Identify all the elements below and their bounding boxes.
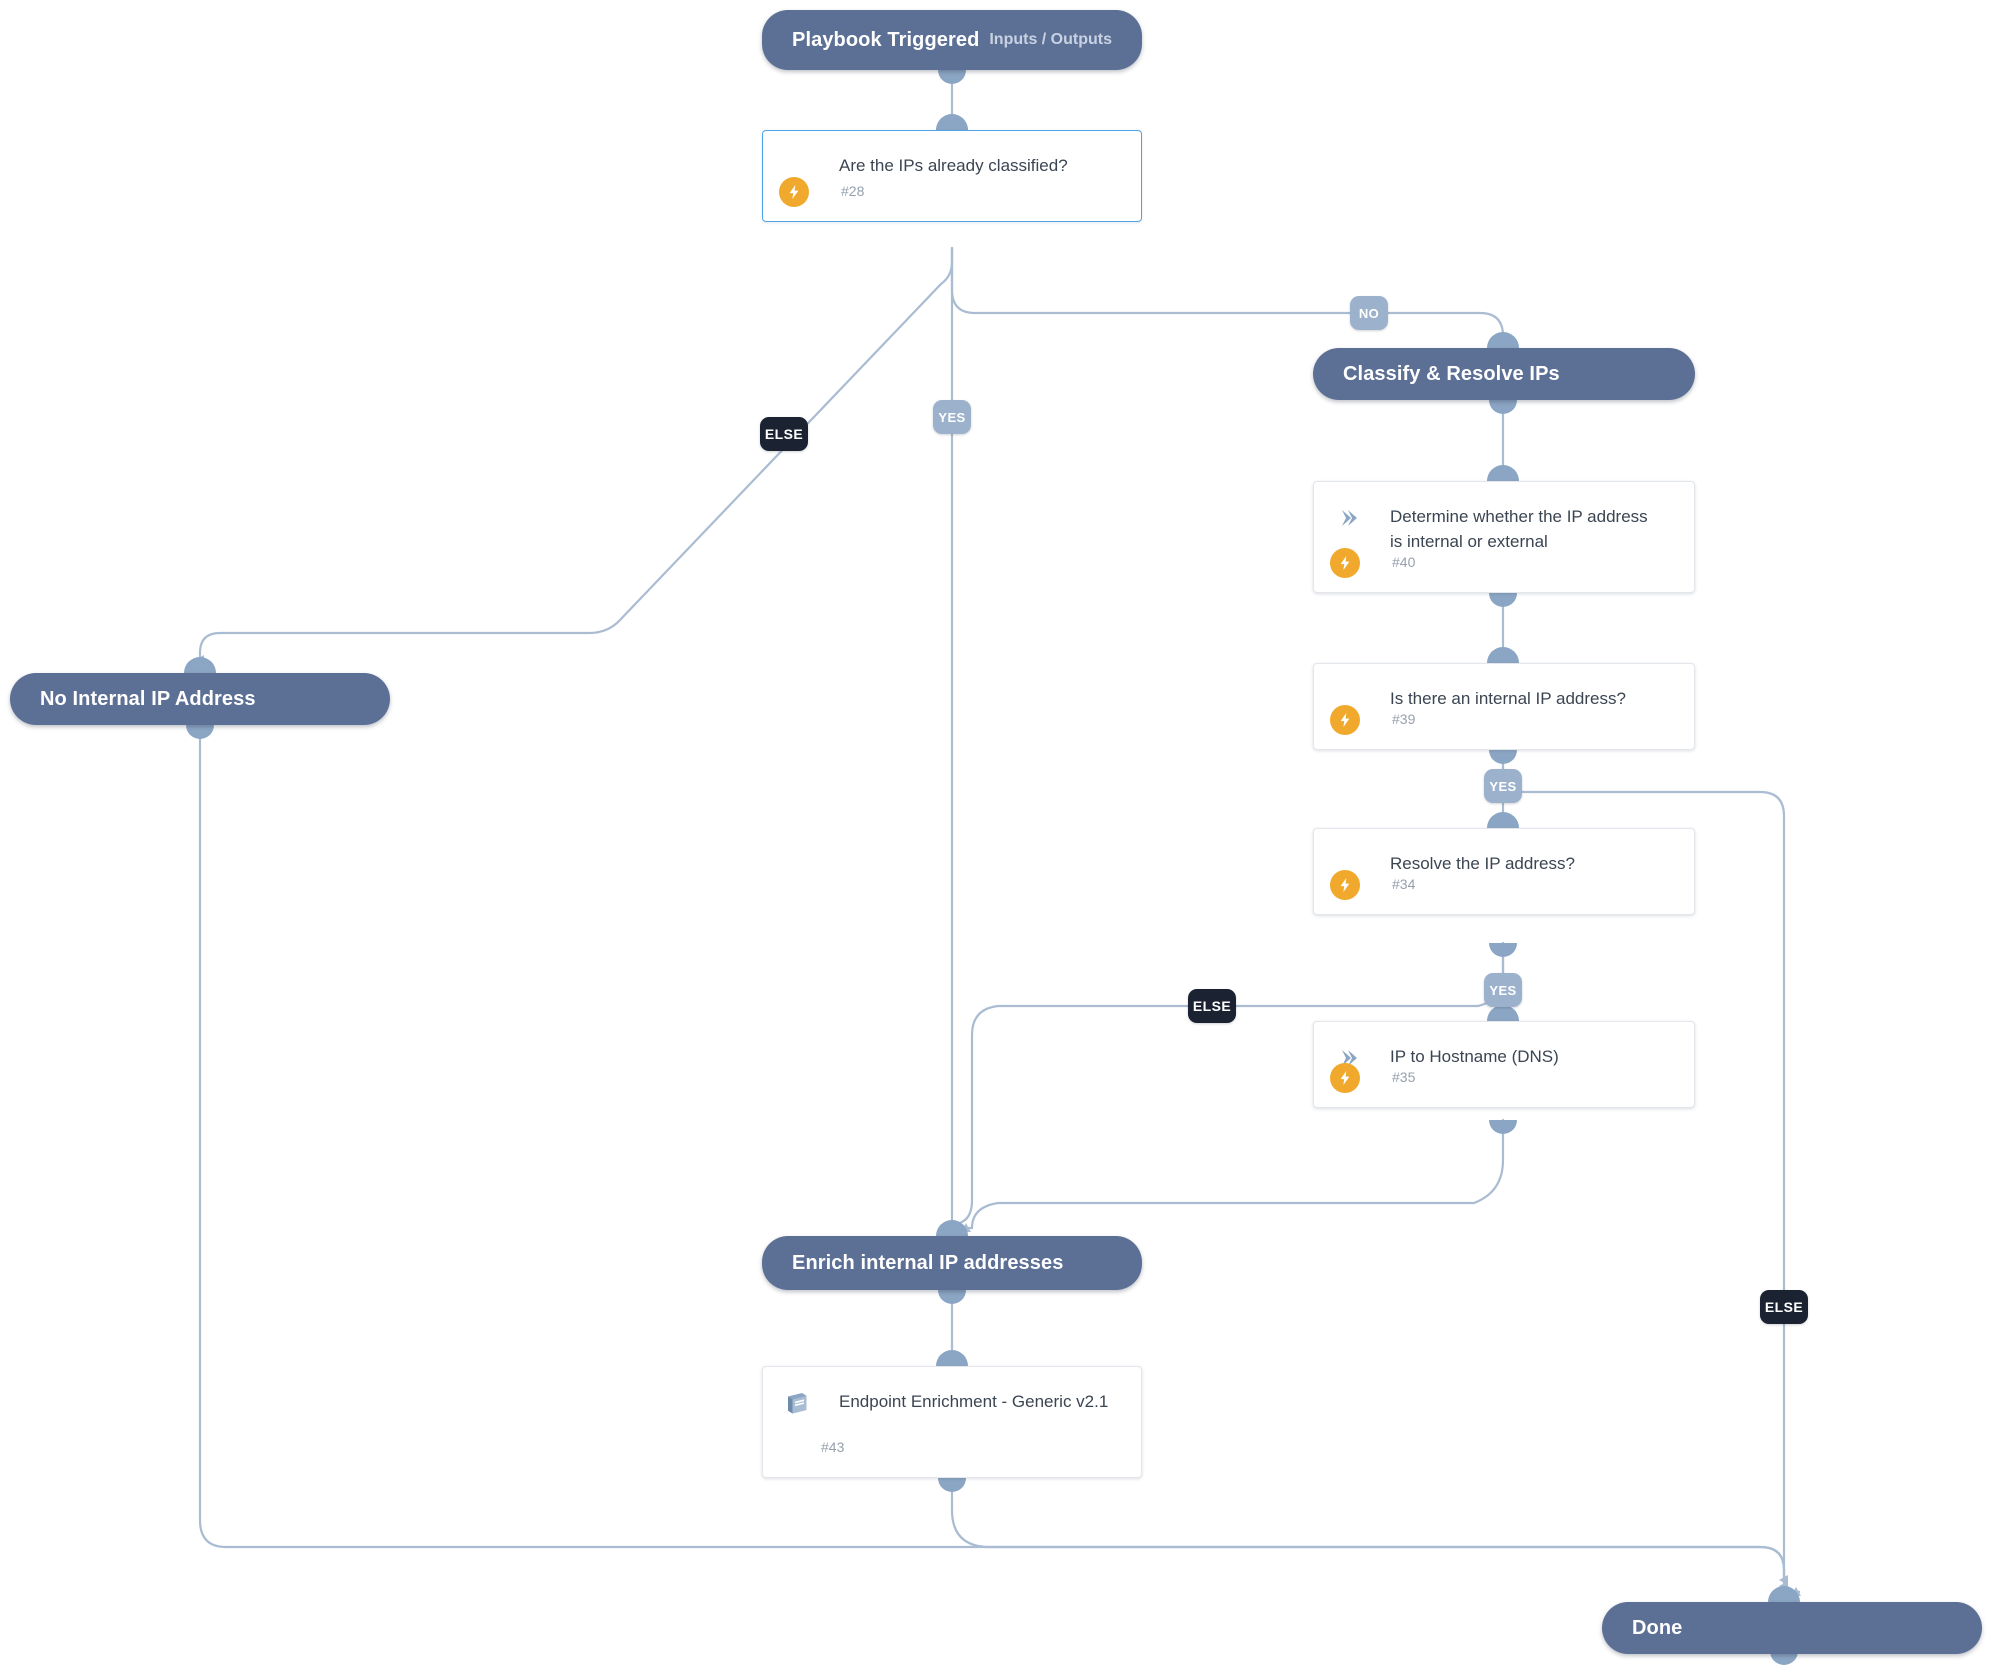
task-title: IP to Hostname (DNS) (1390, 1047, 1559, 1066)
card-body: Is there an internal IP address? #39 (1314, 664, 1694, 749)
section-node-done[interactable]: Done (1602, 1602, 1982, 1654)
card-body: Endpoint Enrichment - Generic v2.1 #43 (763, 1367, 1141, 1477)
branch-label-else-34[interactable]: ELSE (1188, 989, 1236, 1023)
task-number: #40 (1392, 554, 1416, 570)
automation-bolt-icon (1330, 548, 1360, 578)
section-node-classify-resolve-ips[interactable]: Classify & Resolve IPs (1313, 348, 1695, 400)
task-card-40[interactable]: Determine whether the IP address is inte… (1313, 481, 1695, 593)
task-card-43[interactable]: Endpoint Enrichment - Generic v2.1 #43 (762, 1366, 1142, 1478)
branch-label-else-39[interactable]: ELSE (1760, 1290, 1808, 1324)
automation-bolt-icon (1330, 1063, 1360, 1093)
task-number: #34 (1392, 876, 1416, 892)
playbook-book-icon (783, 1389, 811, 1417)
task-card-39[interactable]: Is there an internal IP address? #39 (1313, 663, 1695, 750)
branch-label-yes-39[interactable]: YES (1484, 769, 1522, 803)
automation-bolt-icon (779, 177, 809, 207)
section-title: Done (1632, 1616, 1683, 1639)
section-title: Enrich internal IP addresses (792, 1251, 1064, 1274)
task-number: #35 (1392, 1069, 1416, 1085)
task-card-35[interactable]: IP to Hostname (DNS) #35 (1313, 1021, 1695, 1108)
card-body: Are the IPs already classified? #28 (763, 131, 1141, 221)
task-number: #28 (841, 183, 865, 199)
card-body: Resolve the IP address? #34 (1314, 829, 1694, 914)
task-title: Endpoint Enrichment - Generic v2.1 (839, 1392, 1109, 1411)
automation-bolt-icon (1330, 870, 1360, 900)
chevron-right-icon (1334, 504, 1362, 532)
section-node-no-internal-ip-address[interactable]: No Internal IP Address (10, 673, 390, 725)
task-card-28[interactable]: Are the IPs already classified? #28 (762, 130, 1142, 222)
section-title: No Internal IP Address (40, 687, 256, 710)
task-card-34[interactable]: Resolve the IP address? #34 (1313, 828, 1695, 915)
task-title: Are the IPs already classified? (839, 156, 1068, 175)
section-node-enrich-internal-ip-addresses[interactable]: Enrich internal IP addresses (762, 1236, 1142, 1290)
section-title: Playbook Triggered (792, 28, 980, 51)
card-body: Determine whether the IP address is inte… (1314, 482, 1694, 592)
task-number: #43 (821, 1439, 845, 1455)
task-title: Resolve the IP address? (1390, 854, 1575, 873)
section-node-playbook-triggered[interactable]: Playbook Triggered Inputs / Outputs (762, 10, 1142, 70)
task-title: Is there an internal IP address? (1390, 689, 1626, 708)
inputs-outputs-label[interactable]: Inputs / Outputs (989, 31, 1112, 48)
automation-bolt-icon (1330, 705, 1360, 735)
branch-label-yes-34[interactable]: YES (1484, 973, 1522, 1007)
section-title: Classify & Resolve IPs (1343, 362, 1560, 385)
task-number: #39 (1392, 711, 1416, 727)
task-title: Determine whether the IP address is inte… (1390, 507, 1648, 551)
branch-label-yes-28[interactable]: YES (933, 400, 971, 434)
branch-label-no[interactable]: NO (1350, 296, 1388, 330)
branch-label-else-28[interactable]: ELSE (760, 417, 808, 451)
card-body: IP to Hostname (DNS) #35 (1314, 1022, 1694, 1107)
